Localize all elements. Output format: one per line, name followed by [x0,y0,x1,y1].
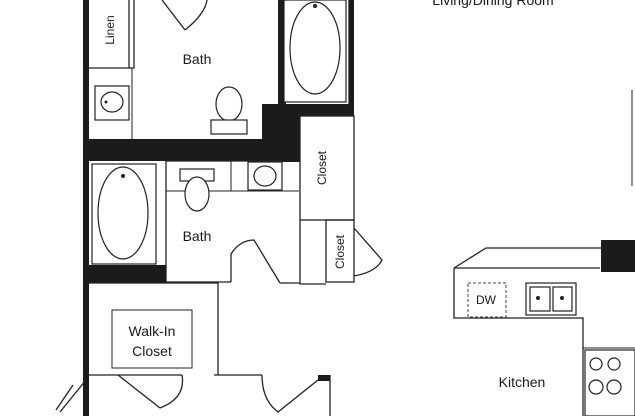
closet-lower-label: Closet [333,234,347,269]
closet-upper-label: Closet [315,150,329,185]
partitions [86,0,635,416]
lower-sink [247,161,283,191]
door-swings [55,0,383,413]
walk-in-closet-label-1: Walk-In [129,323,176,339]
dishwasher-label: DW [476,293,497,307]
kitchen-sink [525,282,577,316]
lower-bath-label: Bath [183,228,212,244]
lower-toilet [179,168,215,212]
upper-bath-label: Bath [183,51,212,67]
upper-tub [283,0,347,103]
walk-in-closet-label-2: Closet [132,343,172,359]
living-dining-label: Living/Dining Room [432,0,553,8]
linen-label: Linen [103,15,117,44]
lower-tub [91,163,157,265]
upper-toilet [210,86,248,135]
dishwasher [467,282,507,318]
upper-sink [94,85,130,121]
range [584,349,635,416]
kitchen-label: Kitchen [499,374,546,390]
walls [83,0,635,416]
